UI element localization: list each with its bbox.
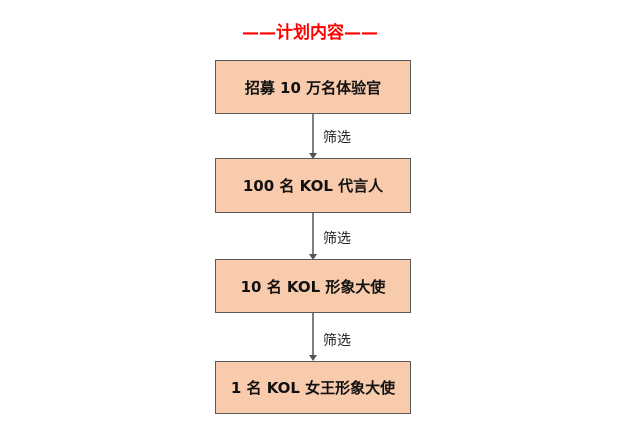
step-box-3: 10 名 KOL 形象大使 bbox=[215, 259, 411, 313]
arrow-label-1: 筛选 bbox=[323, 130, 351, 146]
arrow-1 bbox=[309, 114, 317, 159]
arrow-label-2: 筛选 bbox=[323, 231, 351, 247]
step-box-2: 100 名 KOL 代言人 bbox=[215, 158, 411, 213]
arrow-2 bbox=[309, 213, 317, 260]
step-box-4: 1 名 KOL 女王形象大使 bbox=[215, 361, 411, 414]
arrow-3 bbox=[309, 313, 317, 361]
diagram-title: ——计划内容—— bbox=[242, 23, 378, 43]
step-box-1: 招募 10 万名体验官 bbox=[215, 60, 411, 114]
arrow-label-3: 筛选 bbox=[323, 333, 351, 349]
